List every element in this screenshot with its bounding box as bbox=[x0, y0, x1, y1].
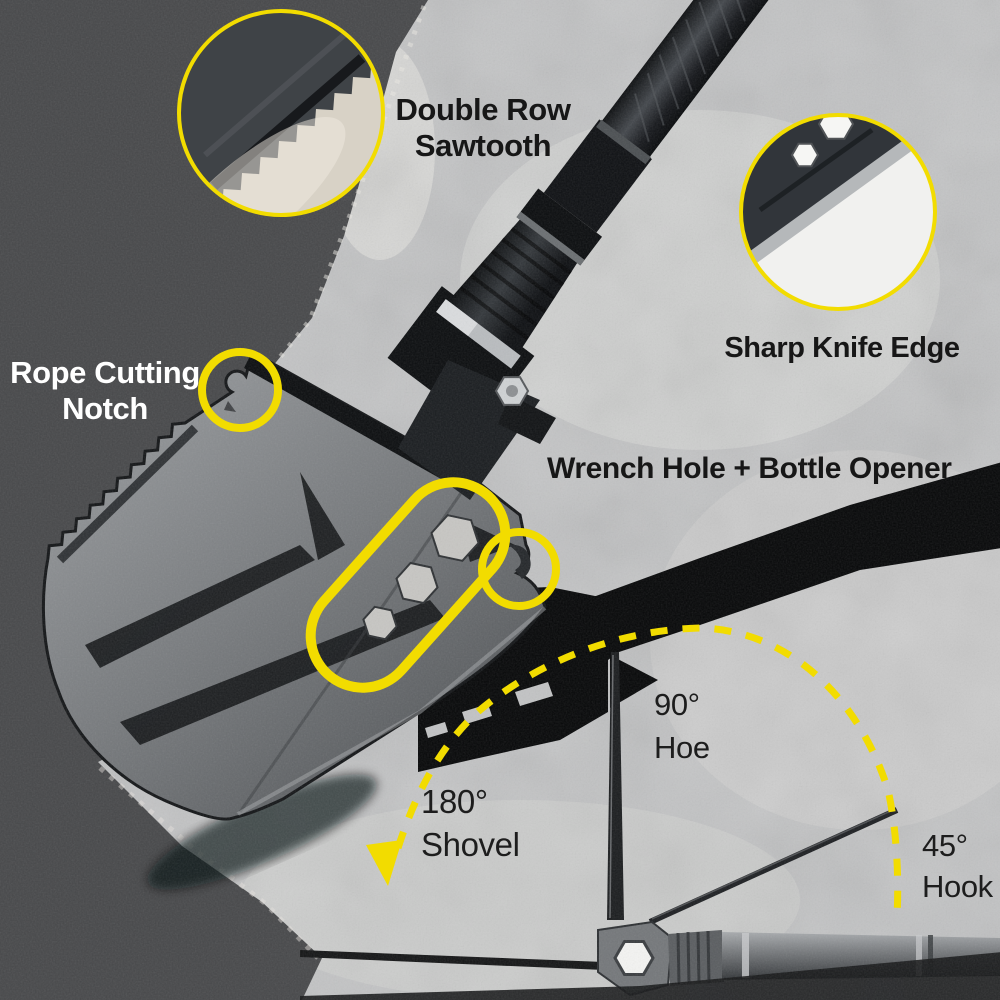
hoe-angle-name: Hoe bbox=[654, 729, 710, 765]
sawtooth-label-line2: Sawtooth bbox=[414, 127, 552, 163]
wrench-hole-label: Wrench Hole + Bottle Opener bbox=[547, 452, 952, 485]
rope-notch-label: Rope Cutting Notch bbox=[8, 355, 202, 427]
wrench-holes-capsule bbox=[305, 477, 511, 693]
hoe-angle-value: 90° bbox=[654, 687, 700, 722]
angle-label-hoe: 90° Hoe bbox=[654, 684, 710, 770]
knife-edge-label: Sharp Knife Edge bbox=[724, 332, 960, 364]
angle-label-hook: 45° Hook bbox=[922, 826, 993, 908]
rope-label-line2: Notch bbox=[62, 390, 148, 426]
feature-highlights bbox=[198, 348, 560, 693]
hook-angle-name: Hook bbox=[922, 868, 993, 904]
hook-angle-value: 45° bbox=[922, 828, 968, 863]
arc-arrowhead bbox=[366, 840, 402, 886]
shovel-angle-value: 180° bbox=[421, 783, 488, 820]
sawtooth-label: Double Row Sawtooth bbox=[370, 92, 596, 164]
sawtooth-label-line1: Double Row bbox=[395, 92, 571, 127]
rope-notch-ring bbox=[198, 348, 282, 432]
angle-label-shovel: 180° Shovel bbox=[421, 781, 520, 867]
rope-label-line1: Rope Cutting bbox=[10, 355, 200, 390]
shovel-angle-name: Shovel bbox=[421, 825, 520, 863]
knife-edge-callout bbox=[739, 113, 937, 311]
rotation-arc bbox=[366, 624, 902, 917]
bottle-opener-ring bbox=[478, 528, 560, 610]
